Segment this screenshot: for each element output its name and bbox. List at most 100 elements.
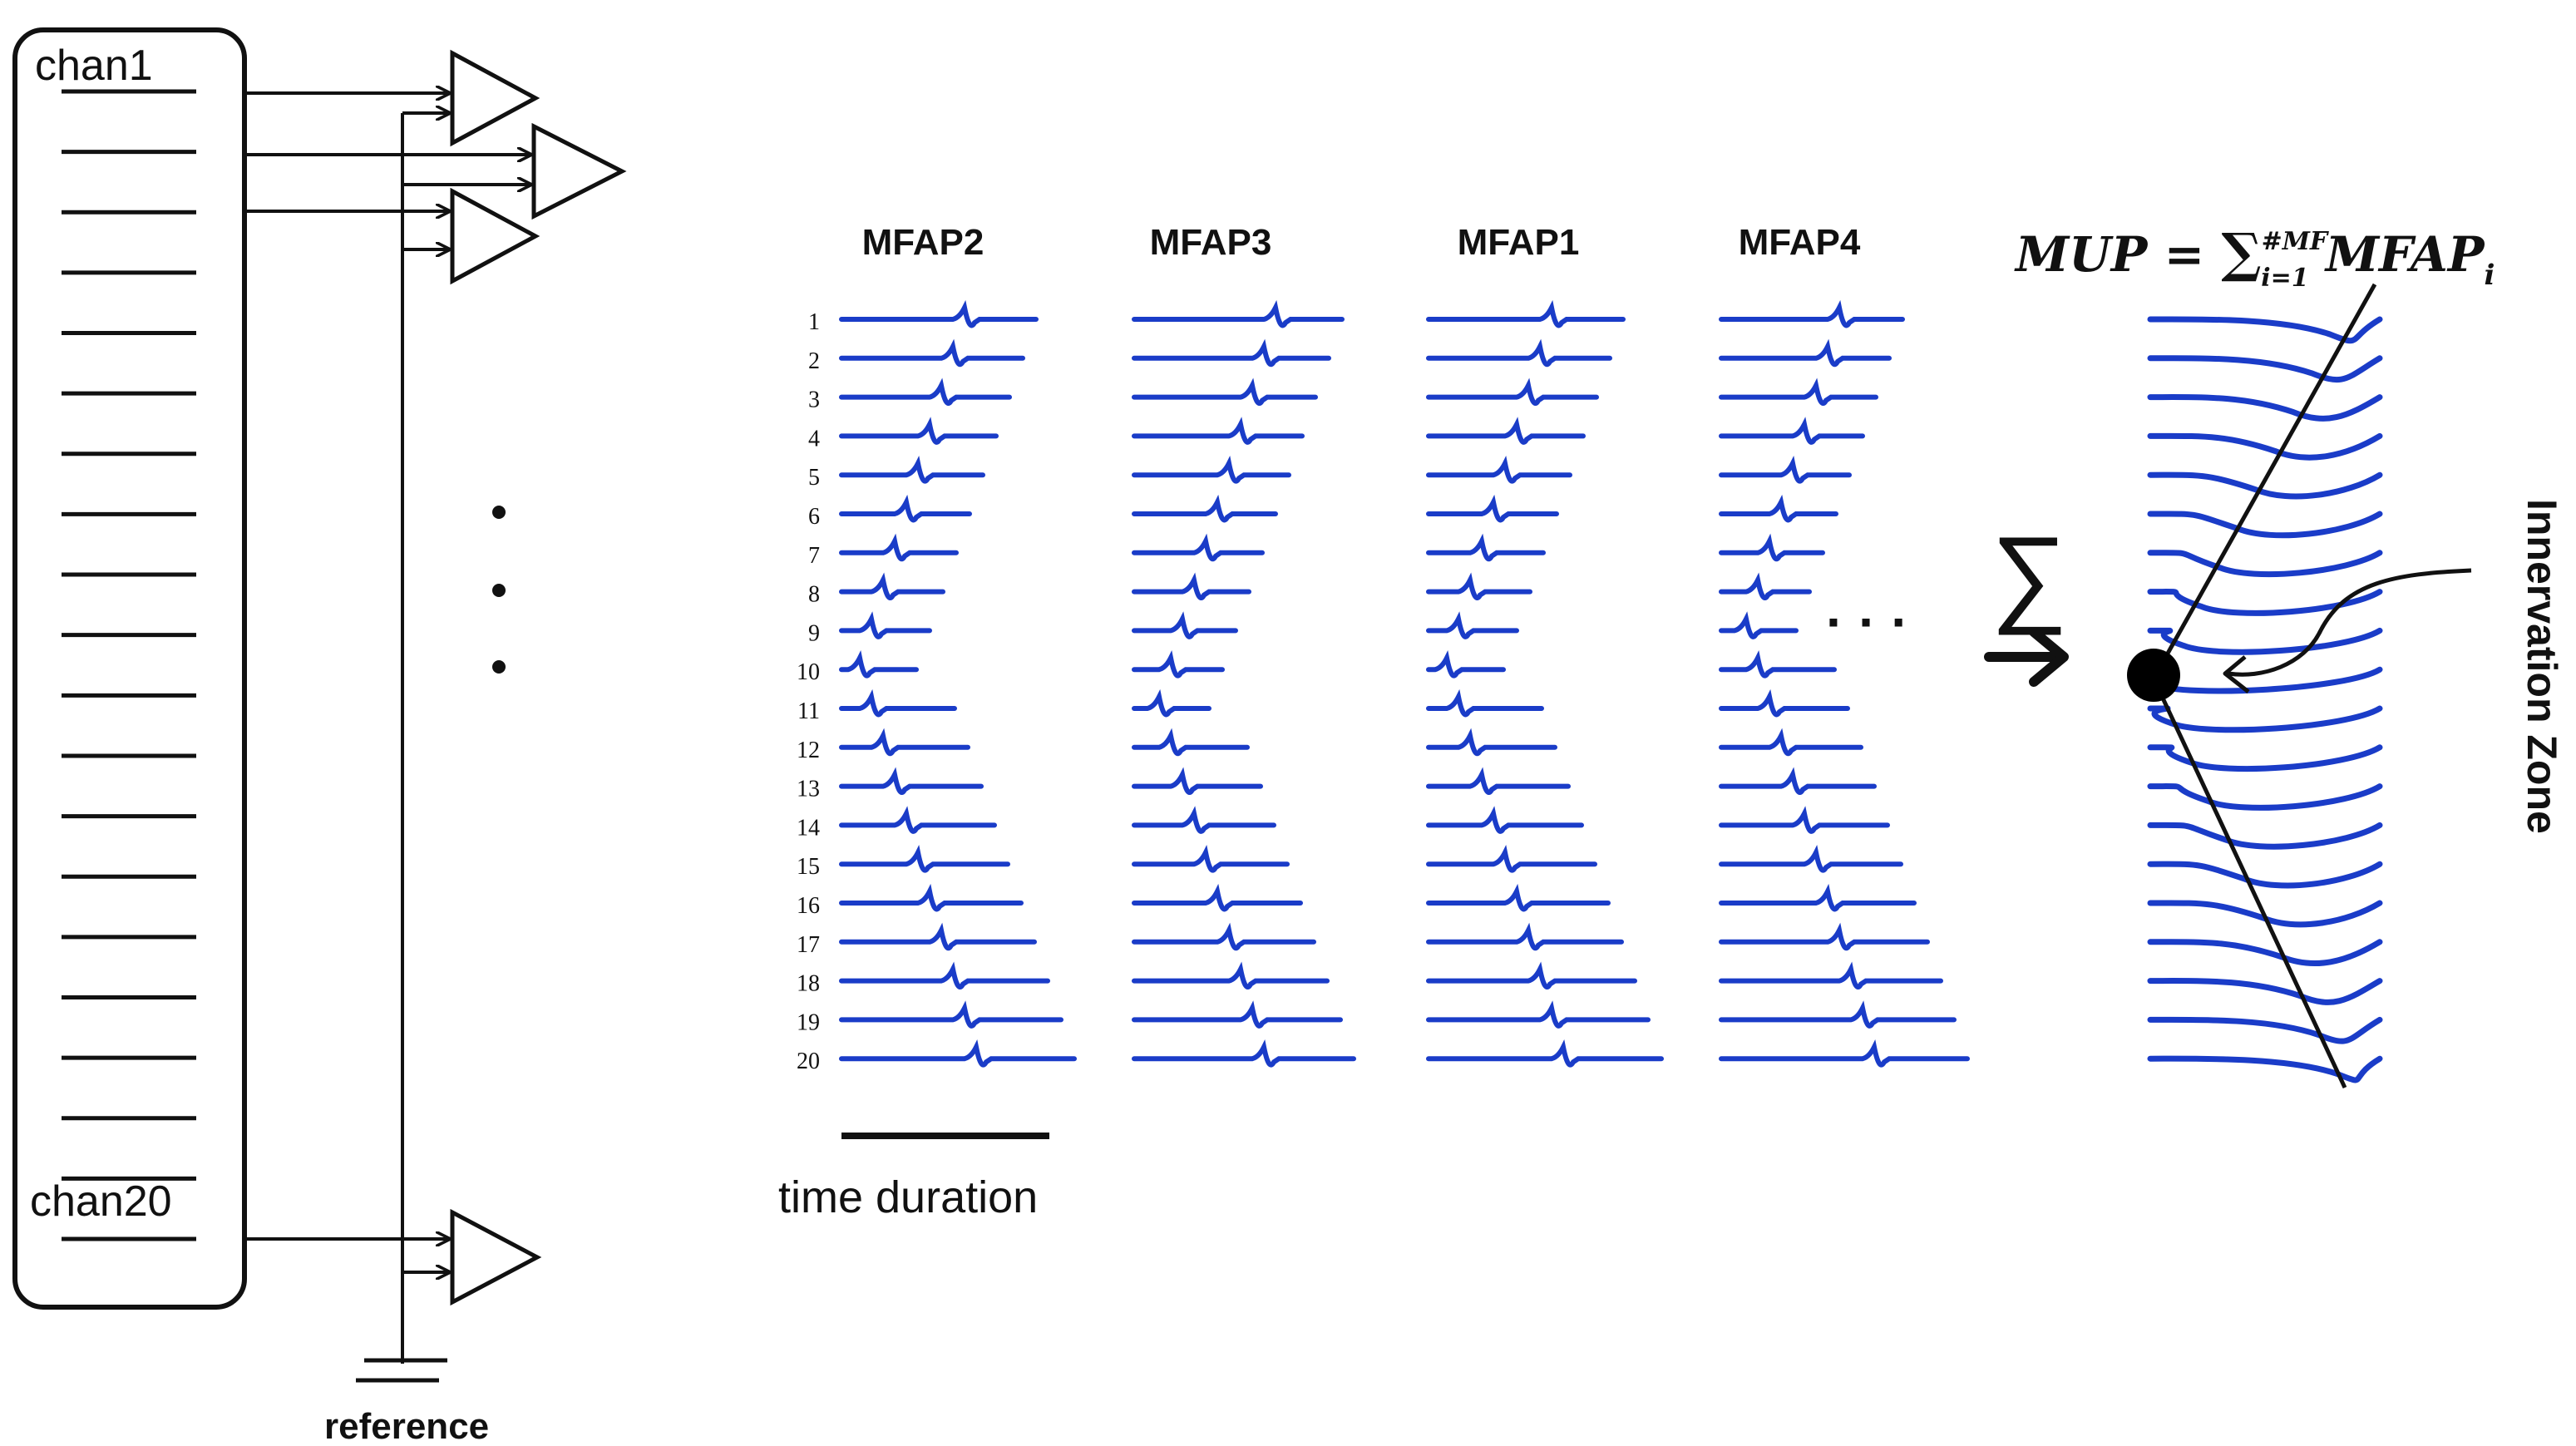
- mfap-trace: [1719, 806, 1890, 834]
- mup-trace: [2147, 939, 2383, 967]
- mfap-trace: [839, 922, 1037, 951]
- row-number: 10: [797, 659, 820, 685]
- mup-trace: [2147, 705, 2383, 733]
- mfap-column-title: MFAP2: [862, 222, 985, 263]
- amplifier-3: [450, 187, 540, 285]
- time-duration-label: time duration: [778, 1172, 1038, 1222]
- row-number: 6: [808, 504, 820, 530]
- mfap-trace: [839, 338, 1025, 368]
- vertical-ellipsis: [492, 506, 506, 674]
- mup-trace: [2147, 316, 2383, 344]
- mfap-trace: [1719, 767, 1877, 795]
- mup-trace: [2147, 1016, 2383, 1044]
- mfap-trace: [1719, 688, 1850, 718]
- row-number: 8: [808, 582, 820, 608]
- mfap-trace: [1132, 572, 1251, 600]
- mfap-trace: [1719, 338, 1892, 368]
- mfap-trace: [839, 688, 957, 718]
- mfap-trace: [1719, 922, 1930, 951]
- row-number: 16: [797, 893, 820, 919]
- sum-symbol: ∑: [1991, 514, 2068, 635]
- mfap-trace: [1132, 767, 1263, 795]
- mup-trace: [2147, 978, 2383, 1005]
- mfap-trace: [1132, 883, 1303, 912]
- row-number: 17: [797, 932, 820, 958]
- mfap-column: MFAP1: [1426, 222, 1664, 1068]
- mfap-trace: [839, 456, 985, 484]
- mfap-trace: [1719, 845, 1903, 873]
- mfap-trace: [1132, 456, 1291, 484]
- mfap-trace: [1719, 299, 1905, 328]
- mfap-trace: [1132, 378, 1318, 406]
- electrode-frame: [12, 27, 247, 1310]
- mfap-trace: [1426, 922, 1624, 951]
- mfap-trace: [1719, 1039, 1970, 1068]
- row-number: 13: [797, 777, 820, 802]
- mup-trace: [2147, 861, 2383, 889]
- mfap-trace: [1426, 883, 1611, 912]
- mfap-trace: [1719, 494, 1838, 523]
- mfap-trace: [1132, 533, 1265, 562]
- mfap-trace: [1132, 650, 1225, 679]
- mup-trace: [2147, 589, 2383, 616]
- mfap-trace: [839, 883, 1024, 912]
- mup-trace: [2147, 627, 2383, 655]
- mfap-trace: [839, 417, 999, 445]
- mfap-trace: [1132, 922, 1316, 951]
- mfap-trace: [1132, 845, 1290, 873]
- mfap-trace: [1426, 845, 1597, 873]
- mfap-trace: [839, 1000, 1063, 1029]
- mfap-trace: [1426, 456, 1572, 484]
- reference-label: reference: [324, 1406, 489, 1446]
- mfap-trace: [1426, 572, 1532, 600]
- row-number: 2: [808, 348, 820, 374]
- mfap-column: MFAP2: [839, 222, 1077, 1068]
- amplifier-20: [450, 1208, 542, 1306]
- innervation-line-upper: [2151, 283, 2377, 680]
- mfap-trace: [1426, 806, 1584, 834]
- row-number: 20: [797, 1049, 820, 1074]
- mfap-column: MFAP3: [1132, 222, 1356, 1068]
- mfap-trace: [839, 533, 959, 562]
- mfap-trace: [1426, 767, 1571, 795]
- electrode-array: chan1 chan20: [12, 27, 247, 1310]
- mfap-trace: [839, 650, 919, 679]
- chan20-label: chan20: [30, 1177, 172, 1226]
- mfap-trace: [1719, 572, 1812, 600]
- mfap-trace: [1132, 688, 1212, 718]
- mfap-column-title: MFAP4: [1739, 222, 1861, 263]
- mfap-trace: [1719, 1000, 1957, 1029]
- mfap-column: MFAP4: [1719, 222, 1970, 1068]
- mfap-trace: [839, 1039, 1077, 1068]
- mfap-trace: [1426, 961, 1637, 989]
- chan1-label: chan1: [35, 42, 153, 90]
- mfap-trace: [1426, 1039, 1664, 1068]
- row-number: 18: [797, 971, 820, 997]
- mfap-columns: MFAP2 MFAP3 MFAP1 MFAP4: [839, 222, 1970, 1068]
- mfap-trace: [1426, 1000, 1651, 1029]
- mfap-trace: [1426, 417, 1586, 445]
- row-number: 7: [808, 543, 820, 569]
- electrode-channels: [62, 89, 196, 1241]
- mfap-trace: [1719, 961, 1943, 989]
- mfap-trace: [839, 611, 932, 639]
- row-number: 4: [808, 426, 820, 452]
- mfap-column-title: MFAP1: [1458, 222, 1580, 263]
- mup-trace: [2147, 550, 2383, 578]
- mfap-trace: [1719, 533, 1825, 562]
- mfap-trace: [839, 378, 1012, 406]
- mfap-trace: [1132, 1000, 1343, 1029]
- row-number: 5: [808, 465, 820, 491]
- mfap-trace: [1426, 338, 1612, 368]
- mup-trace: [2147, 355, 2383, 383]
- mup-trace: [2147, 432, 2383, 461]
- mfap-trace: [839, 494, 972, 523]
- mfap-trace: [1426, 533, 1546, 562]
- mfap-trace: [839, 806, 997, 834]
- row-number: 14: [797, 815, 820, 841]
- mfap-trace: [1132, 299, 1345, 328]
- mfap-trace: [839, 728, 970, 757]
- mfap-trace: [1719, 417, 1865, 445]
